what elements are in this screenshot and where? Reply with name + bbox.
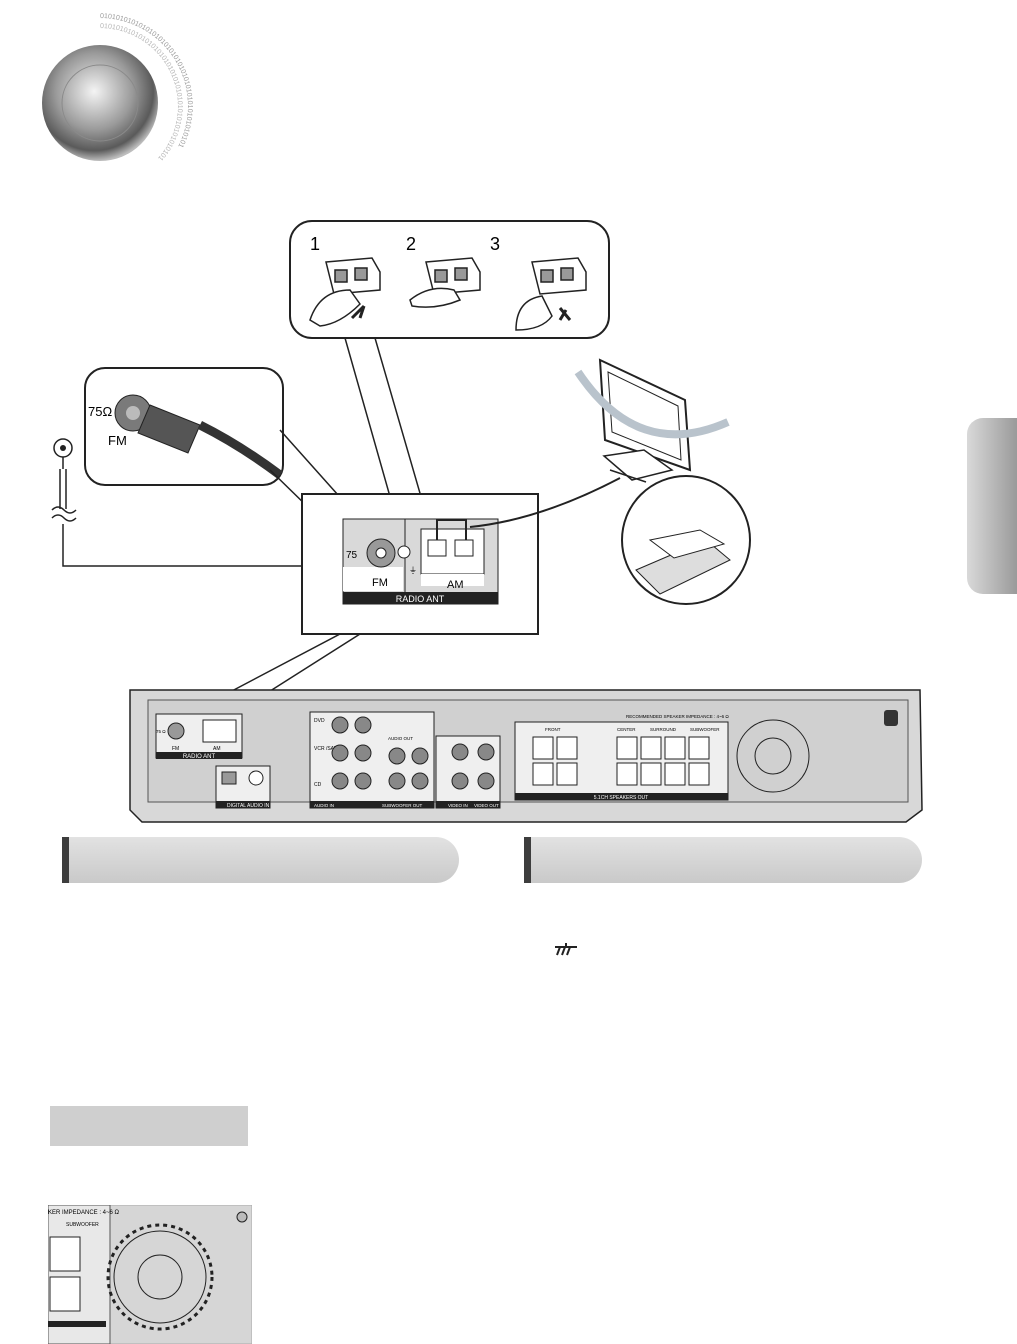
- panel-ground-symbol: ⏚: [409, 566, 417, 575]
- section-bar-mark: [62, 837, 69, 883]
- fm-inset-label: FM: [108, 433, 127, 448]
- rcv-digital: DIGITAL: [227, 803, 246, 809]
- panel-am-label: AM: [447, 579, 464, 591]
- fan-closeup-inset: KER IMPEDANCE : 4~6 Ω SUBWOOFER: [48, 1205, 252, 1344]
- ground-icon: [555, 943, 577, 956]
- rcv-center: CENTER: [617, 727, 636, 732]
- rcv-surround: SURROUND: [650, 727, 677, 732]
- inset-subwoofer: SUBWOOFER: [66, 1222, 99, 1228]
- panel-fm-impedance: 75: [346, 550, 358, 561]
- rcv-fm-ohm: 75 Ω: [156, 729, 166, 734]
- step-3-label: 3: [490, 234, 500, 254]
- rcv-subwoofer-out: SUBWOOFER OUT: [382, 803, 423, 808]
- rcv-fm: FM: [172, 746, 179, 752]
- section-bar-right: [524, 837, 922, 883]
- note-heading-box: [50, 1106, 248, 1146]
- step-2-label: 2: [406, 234, 416, 254]
- rcv-speakers-out: 5.1CH SPEAKERS OUT: [594, 795, 648, 801]
- antenna-connection-diagram: 1 2 3 75Ω FM RADIO ANT 75 FM ⏚ AM: [51, 220, 923, 823]
- rcv-dvd: DVD: [314, 718, 325, 724]
- section-bar-mark: [524, 837, 531, 883]
- rcv-audio-in: AUDIO IN: [247, 803, 270, 809]
- inset-impedance: KER IMPEDANCE : 4~6 Ω: [48, 1210, 120, 1216]
- rcv-vcr-sat: VCR /SAT: [314, 746, 337, 752]
- rcv-subwoofer: SUBWOOFER: [690, 727, 720, 732]
- step-1-label: 1: [310, 234, 320, 254]
- rcv-cd: CD: [314, 782, 322, 788]
- rcv-front: FRONT: [545, 727, 561, 732]
- rcv-am: AM: [213, 746, 221, 752]
- speaker-graphic: 0101010101010101010101010101010101010101…: [42, 13, 193, 162]
- panel-title: RADIO ANT: [396, 594, 445, 604]
- chapter-tab: [967, 418, 1017, 594]
- rcv-audio-in-label: AUDIO IN: [314, 803, 334, 808]
- rcv-audio-out: AUDIO OUT: [388, 736, 413, 741]
- section-bar-left: [62, 837, 459, 883]
- panel-fm-label: FM: [372, 577, 388, 589]
- rcv-radio-title: RADIO ANT: [183, 754, 216, 760]
- rcv-video-in: VIDEO IN: [448, 803, 468, 808]
- rcv-impedance-note: RECOMMENDED SPEAKER IMPEDANCE : 4~6 Ω: [626, 714, 729, 719]
- rcv-video-out: VIDEO OUT: [474, 803, 499, 808]
- fm-inset-impedance: 75Ω: [88, 404, 112, 419]
